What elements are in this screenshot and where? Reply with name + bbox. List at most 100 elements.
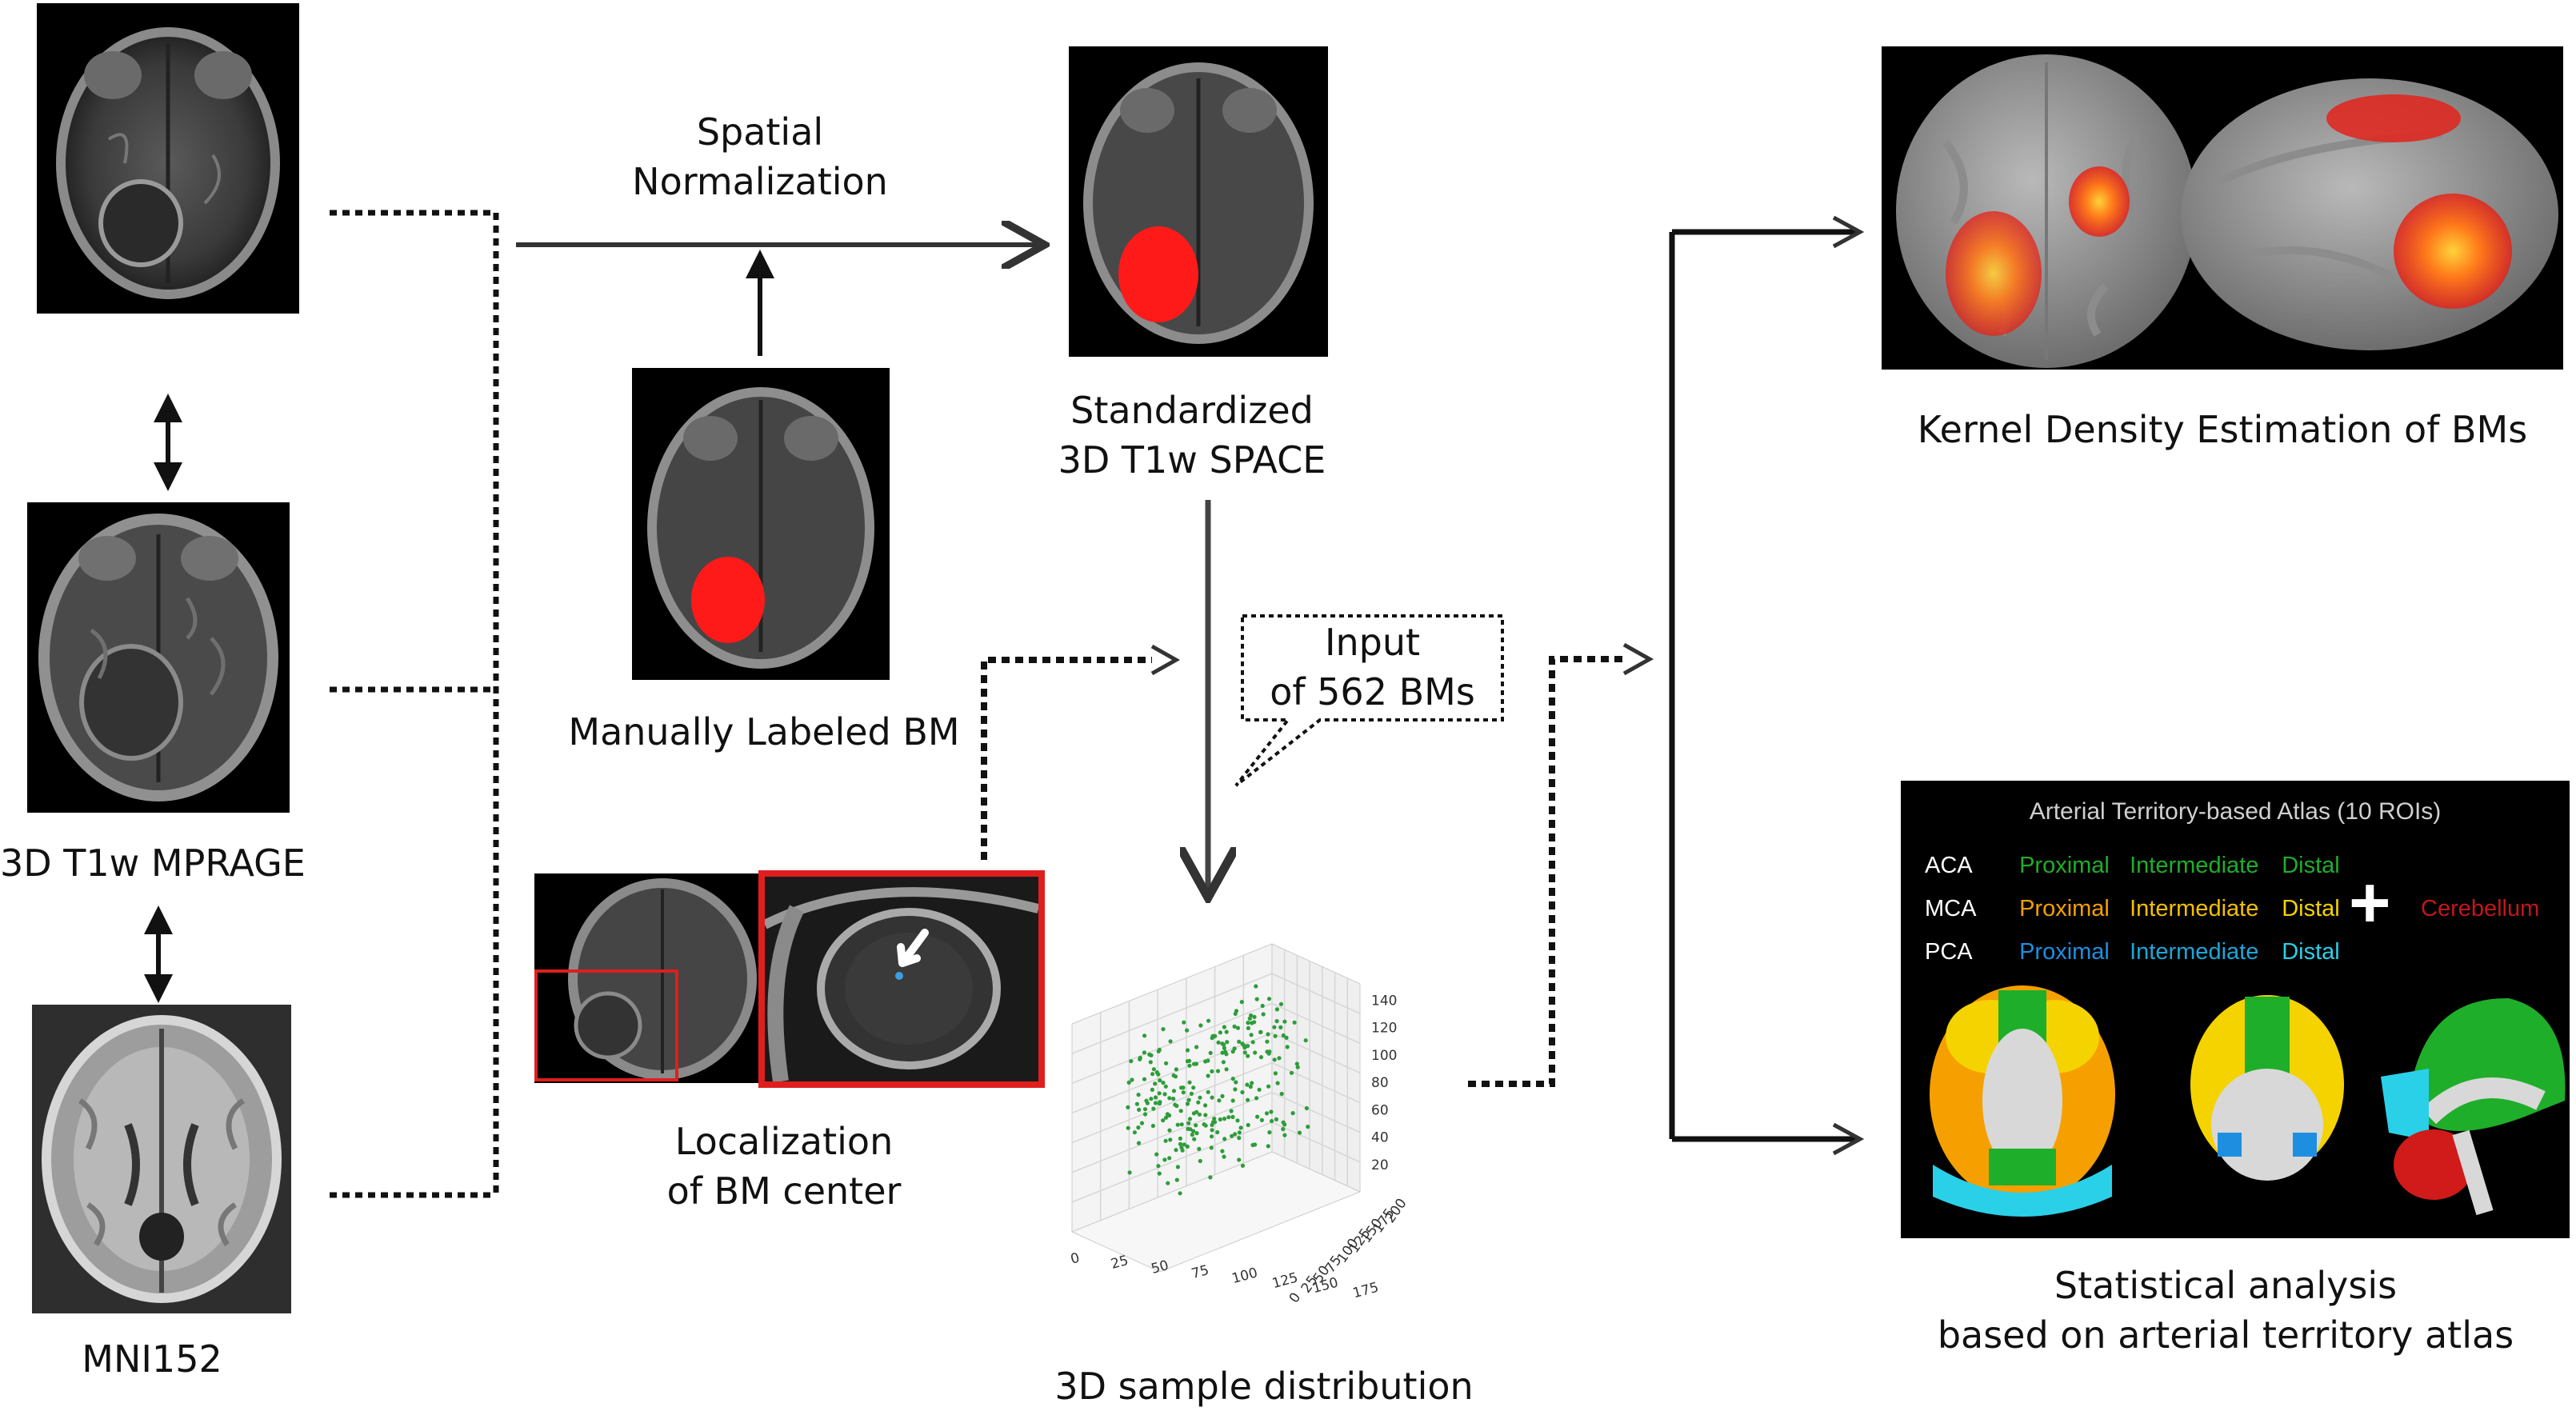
scatter-point: [1129, 1059, 1134, 1064]
scatter-point: [1178, 1141, 1183, 1146]
scatter-point: [1136, 1125, 1141, 1130]
scatter-point: [1194, 1045, 1199, 1049]
scatter-point: [1174, 1067, 1178, 1072]
scatter-point: [1210, 1128, 1214, 1133]
scatter-point: [1249, 1013, 1254, 1018]
scatter-point: [1275, 1081, 1280, 1085]
scatter-point: [1303, 1038, 1308, 1043]
x-tick-label: 75: [1190, 1262, 1210, 1282]
scatter-point: [1237, 1157, 1242, 1162]
scatter-point: [1220, 1041, 1225, 1046]
scatter-point: [1139, 1121, 1145, 1125]
input-callout-label: Input of 562 BMs: [1270, 621, 1475, 713]
manually-labeled-scan: [632, 368, 890, 680]
scatter-point: [1254, 984, 1258, 989]
scatter-point: [1167, 1113, 1172, 1118]
back-pane-right: [1271, 943, 1361, 1193]
scatter-point: [1258, 1029, 1263, 1034]
scatter-point: [1166, 1181, 1170, 1185]
scatter-point: [1215, 1069, 1221, 1073]
scatter-point: [1250, 1081, 1254, 1085]
scatter-point: [1230, 1077, 1235, 1081]
mni152-label: MNI152: [82, 1337, 222, 1381]
grid-line: [1071, 1032, 1273, 1114]
scatter-point: [1142, 1112, 1148, 1117]
scatter-point: [1258, 1055, 1264, 1060]
scatter-point: [1187, 1117, 1193, 1121]
scatter-point: [1210, 1069, 1214, 1073]
scatter-point: [1208, 1050, 1213, 1055]
scatter-point: [1126, 1125, 1130, 1130]
scatter-point: [1249, 1033, 1254, 1037]
scatter-point: [1222, 1045, 1226, 1050]
scatter-point: [1253, 1142, 1258, 1147]
scatter-point: [1174, 1148, 1178, 1153]
scatter-point: [1221, 1060, 1226, 1065]
scatter-point: [1187, 1058, 1192, 1063]
scatter-point: [1254, 1096, 1259, 1101]
scatter-point: [1281, 1033, 1286, 1038]
scatter-point: [1178, 1136, 1182, 1141]
scatter-point: [1132, 1130, 1137, 1135]
scatter-point: [1240, 1089, 1245, 1095]
scatter-point: [1163, 1138, 1168, 1143]
scatter-point: [1153, 1081, 1158, 1086]
scatter-point: [1168, 1039, 1173, 1044]
scatter-point: [1260, 1003, 1265, 1009]
localization-label: Localization of BM center: [666, 1120, 902, 1213]
sample-distribution-label: 3D sample distribution: [1054, 1365, 1474, 1408]
scatter-point: [1191, 1129, 1196, 1133]
scatter-point: [1182, 1020, 1186, 1025]
x-tick-label: 125: [1270, 1269, 1300, 1292]
scatter-point: [1186, 1126, 1190, 1131]
scatter-point: [1150, 1072, 1155, 1077]
z-tick-label: 60: [1371, 1102, 1389, 1118]
z-tick-label: 100: [1371, 1048, 1397, 1064]
scatter-point: [1240, 1163, 1246, 1168]
scatter-point: [1142, 1050, 1146, 1055]
scatter-point: [1197, 1146, 1202, 1151]
mni152-scan: [32, 1005, 291, 1313]
scatter-point: [1187, 1080, 1192, 1085]
grid-line: [1271, 1061, 1361, 1104]
grid-line: [1071, 1061, 1273, 1144]
scatter-point: [1189, 1091, 1194, 1096]
scatter-point: [1191, 1111, 1196, 1116]
scatter-point: [1281, 1120, 1286, 1125]
scatter-point: [1235, 1025, 1241, 1030]
scatter-point: [1164, 1061, 1169, 1065]
scatter-point: [1153, 1095, 1158, 1100]
mprage-scan-middle: [27, 502, 290, 813]
scatter-point: [1185, 1028, 1190, 1033]
scatter-point: [1230, 1098, 1235, 1103]
x-tick-label: 0: [1069, 1250, 1082, 1268]
scatter-point: [1192, 1137, 1197, 1141]
scatter-point: [1156, 1072, 1161, 1077]
grid-line: [1271, 973, 1361, 1014]
scatter-point: [1215, 1129, 1220, 1135]
scatter-point: [1246, 1053, 1250, 1058]
scatter-point: [1297, 1130, 1302, 1135]
scatter-point: [1265, 1049, 1270, 1054]
lesion-overlay: [691, 557, 765, 643]
scatter-point: [1173, 1102, 1178, 1107]
scatter-point: [1245, 1082, 1250, 1087]
scatter-point: [1265, 1039, 1270, 1044]
scatter-point: [1149, 1097, 1154, 1101]
standardized-space-label: Standardized 3D T1w SPACE: [1058, 389, 1326, 482]
scatter-point: [1222, 1117, 1227, 1121]
scatter-point: [1182, 1142, 1186, 1147]
z-tick-label: 120: [1371, 1021, 1397, 1037]
z-tick-label: 140: [1371, 993, 1397, 1009]
statistical-analysis-label: Statistical analysis based on arterial t…: [1937, 1264, 2514, 1357]
scatter-point: [1254, 997, 1259, 1001]
scatter-point: [1174, 1177, 1179, 1182]
scatter-point: [1266, 1032, 1270, 1037]
scatter-point: [1272, 1057, 1277, 1062]
scatter-point: [1171, 1097, 1176, 1101]
scatter-point: [1225, 1040, 1230, 1045]
scatter-point: [1137, 1107, 1142, 1112]
scatter-point: [1246, 1122, 1250, 1128]
localization-dotted: [981, 657, 1152, 860]
